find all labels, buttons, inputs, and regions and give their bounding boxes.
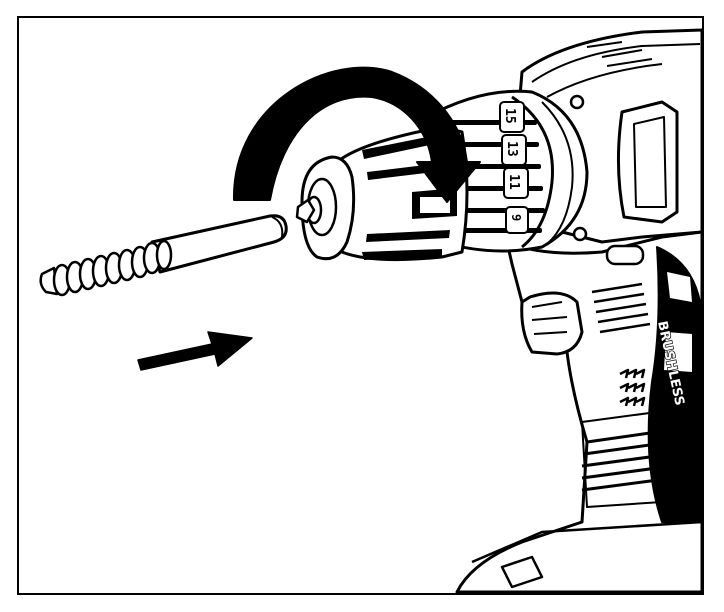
clutch-label-1: 15 [502, 108, 517, 124]
drill-bit-insertion-diagram: BRUSHLESS 15 13 11 9 [39, 28, 702, 593]
tighten-rotation-arrow-icon [232, 66, 481, 203]
drill-handle [455, 230, 702, 593]
drill-bit [39, 214, 288, 297]
clutch-label-3: 11 [506, 174, 521, 190]
clutch-label-4: 9 [509, 214, 523, 221]
clutch-label-2: 13 [504, 141, 519, 157]
insert-direction-arrow-icon [137, 331, 253, 371]
illustration-frame: BRUSHLESS 15 13 11 9 [17, 16, 704, 595]
